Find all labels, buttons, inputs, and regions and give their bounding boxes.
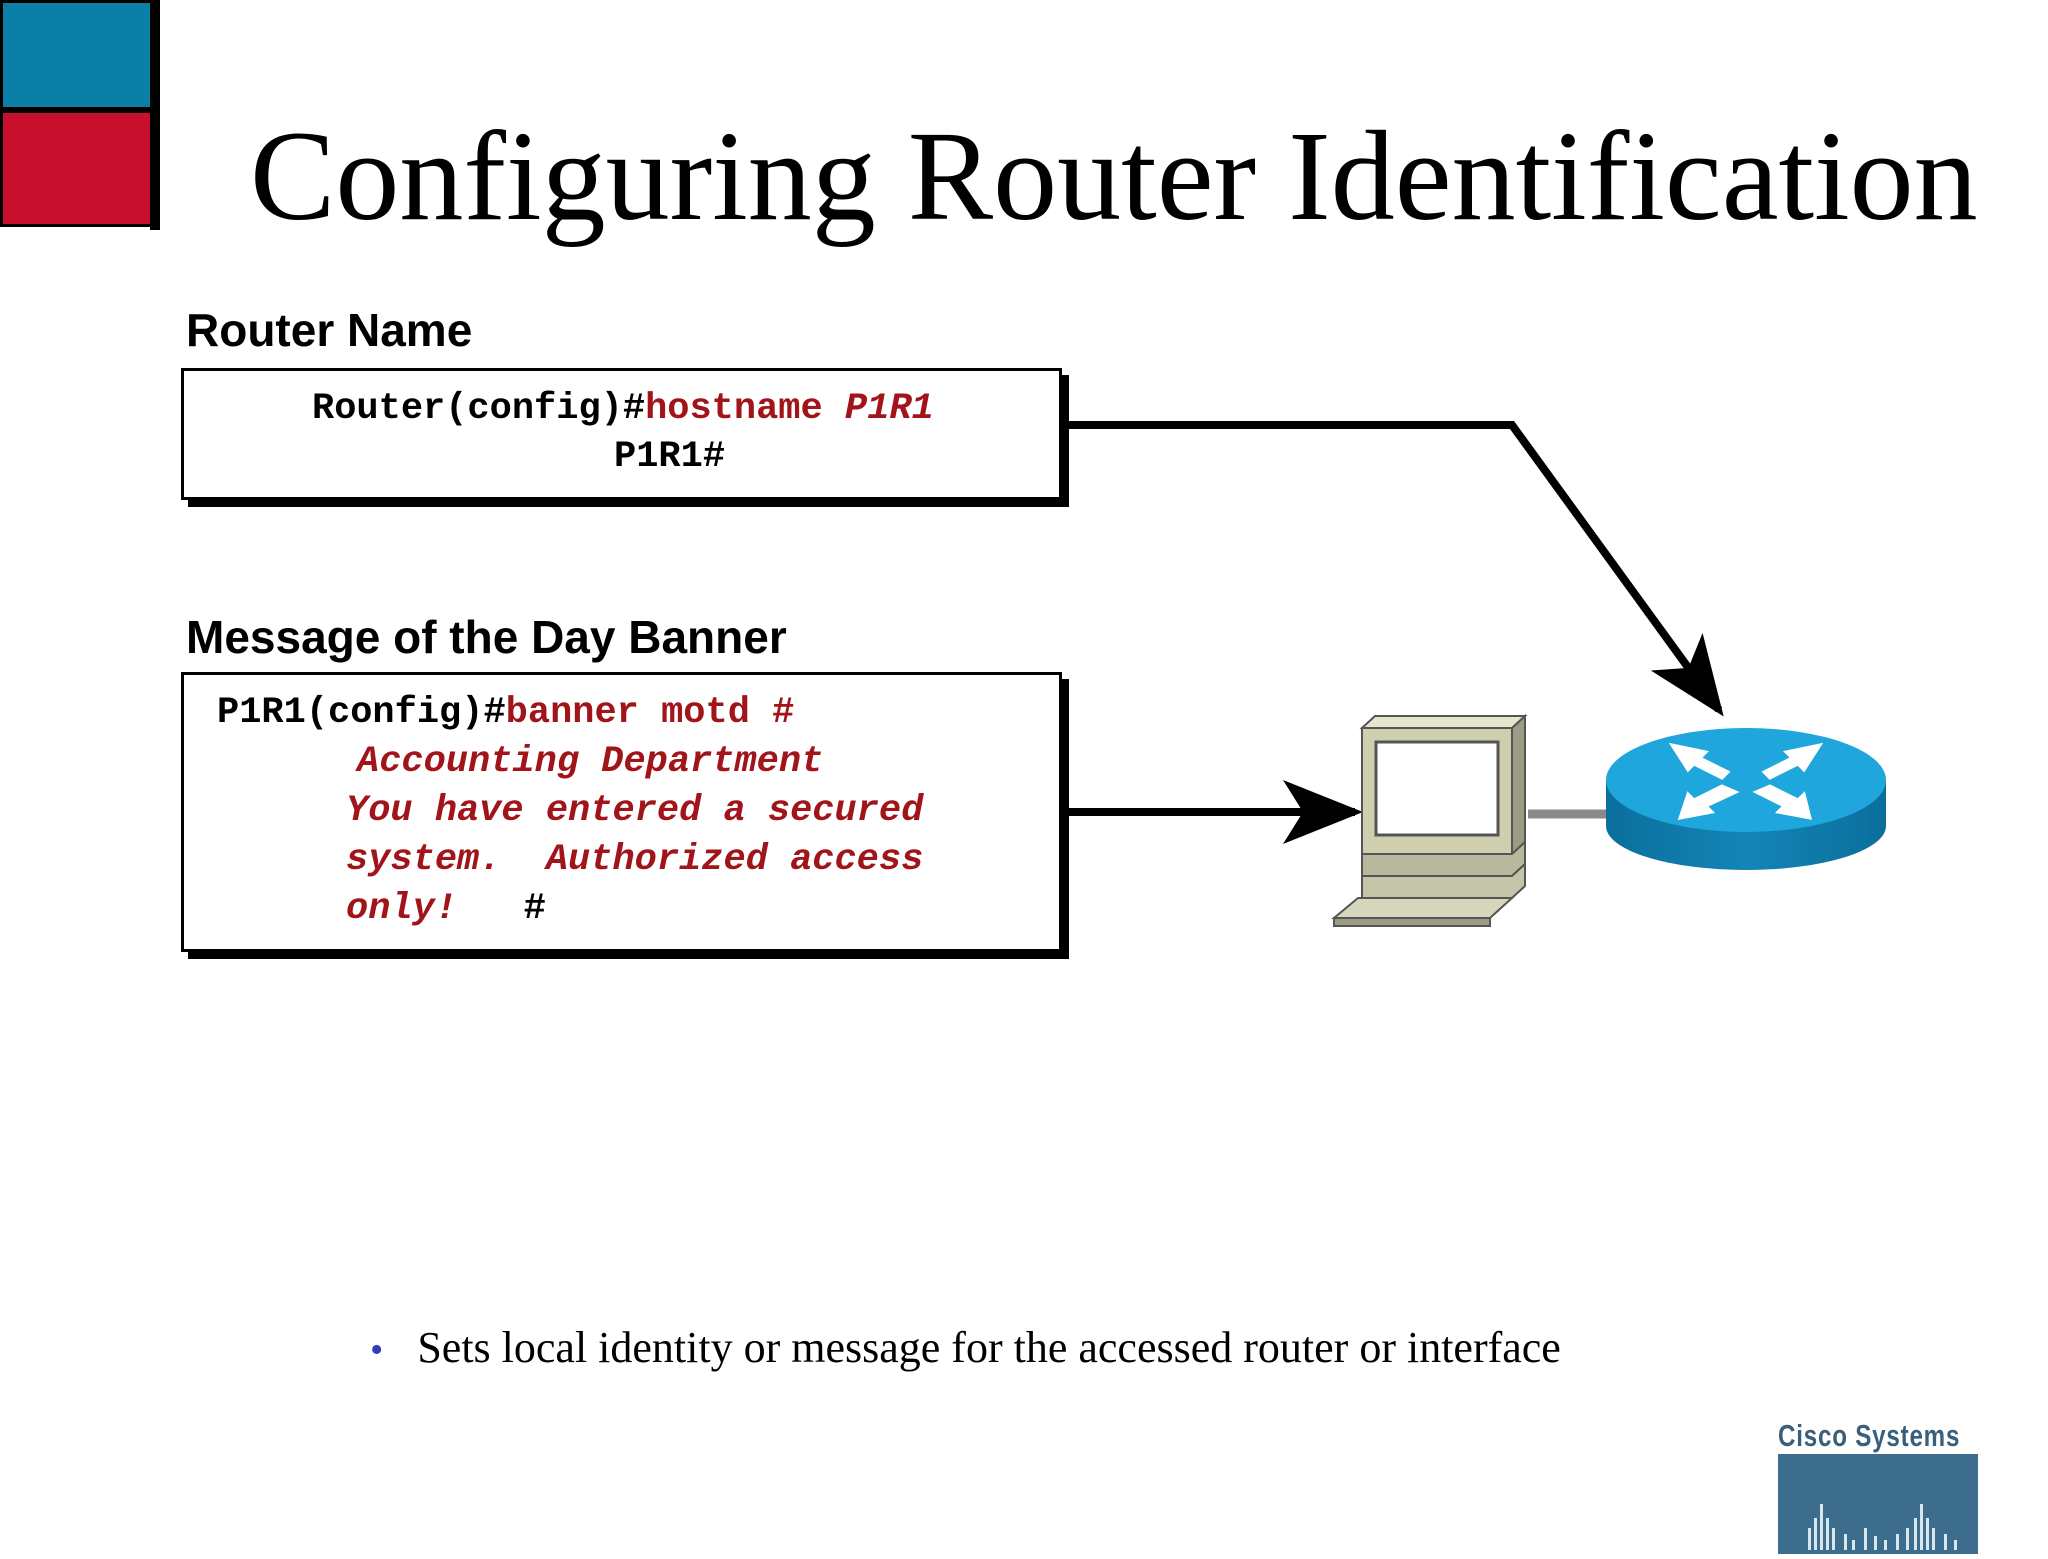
bullet-item: • Sets local identity or message for the … — [370, 1322, 1561, 1373]
config-prompt: P1R1(config)# — [217, 692, 506, 734]
cisco-logo: Cisco Systems — [1778, 1418, 1978, 1559]
corner-block-red — [0, 110, 153, 227]
banner-delimiter: # — [523, 888, 546, 930]
hostname-arrow — [1068, 421, 1724, 717]
banner-text-line: Accounting Department — [357, 741, 824, 783]
new-prompt-line: P1R1# — [614, 436, 726, 478]
banner-text-line: You have entered a secured — [346, 790, 924, 832]
slide-title: Configuring Router Identification — [250, 105, 1978, 247]
router-name-code-box: Router(config)#hostname P1R1 P1R1# — [181, 368, 1062, 500]
corner-block-shadow — [150, 0, 160, 230]
hostname-command: hostname — [645, 388, 845, 430]
terminal-icon — [1331, 713, 1528, 927]
router-name-label: Router Name — [186, 304, 473, 356]
cisco-logo-bars-icon — [1778, 1454, 1978, 1554]
router-icon — [1606, 728, 1886, 870]
banner-text-end: only! — [346, 888, 458, 930]
banner-command: banner motd # — [505, 692, 795, 734]
banner-text-line: system. Authorized access — [346, 839, 924, 881]
motd-code-box: P1R1(config)#banner motd # Accounting De… — [181, 672, 1062, 952]
motd-banner-label: Message of the Day Banner — [186, 611, 787, 663]
bullet-dot-icon: • — [370, 1329, 384, 1371]
corner-block-blue — [0, 0, 153, 110]
banner-text-line: only! # — [346, 885, 546, 933]
hostname-argument: P1R1 — [844, 388, 934, 430]
hostname-command-line: Router(config)#hostname P1R1 — [312, 385, 934, 433]
config-prompt: Router(config)# — [312, 388, 646, 430]
bullet-text: Sets local identity or message for the a… — [417, 1323, 1561, 1372]
banner-command-line: P1R1(config)#banner motd # — [217, 689, 794, 737]
cisco-logo-text: Cisco Systems — [1778, 1418, 1961, 1453]
